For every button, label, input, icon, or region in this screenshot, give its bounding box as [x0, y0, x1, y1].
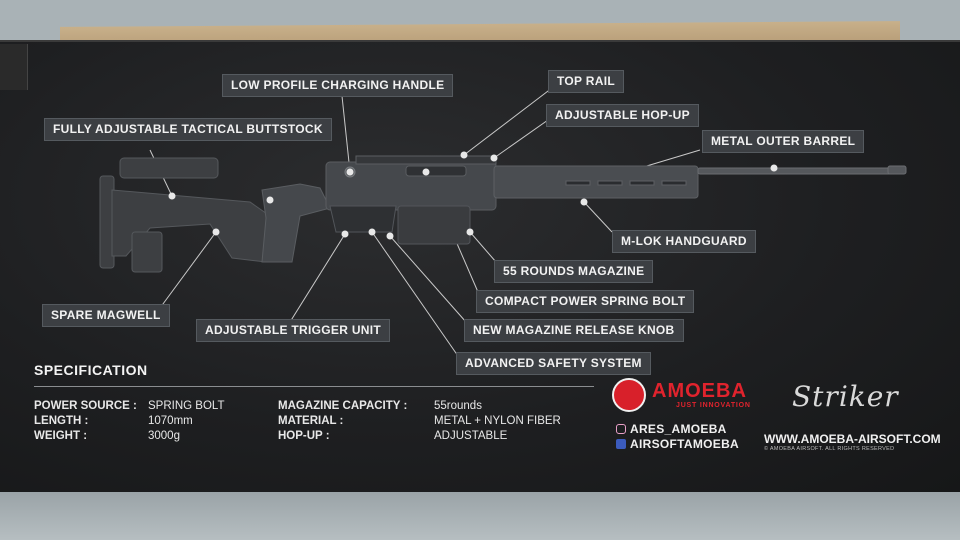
callout-handguard: M-LOK HANDGUARD: [612, 230, 756, 254]
callout-hop-up: ADJUSTABLE HOP-UP: [546, 104, 699, 128]
callout-charging-handle: LOW PROFILE CHARGING HANDLE: [222, 74, 454, 98]
spec-key: WEIGHT :: [34, 430, 88, 442]
spec-key: HOP-UP :: [278, 430, 330, 442]
instagram-handle: ARES_AMOEBA: [616, 422, 727, 436]
callout-mag-release: NEW MAGAZINE RELEASE KNOB: [464, 319, 684, 343]
box-side-flap: [0, 44, 28, 90]
spec-value: SPRING BOLT: [148, 400, 225, 412]
floor-surface: [0, 492, 960, 540]
spec-divider: [34, 386, 594, 387]
spec-value: 55rounds: [434, 400, 482, 412]
instagram-icon: [616, 424, 626, 434]
spec-value: ADJUSTABLE: [434, 430, 508, 442]
striker-logo: Striker: [792, 380, 899, 413]
instagram-text: ARES_AMOEBA: [630, 422, 727, 436]
website-url: WWW.AMOEBA-AIRSOFT.COM: [764, 432, 941, 446]
facebook-icon: [616, 439, 626, 449]
spec-key: POWER SOURCE :: [34, 400, 137, 412]
brand-tagline: JUST INNOVATION: [676, 402, 751, 409]
magazine-area: [329, 205, 471, 245]
callout-outer-barrel: METAL OUTER BARREL: [702, 130, 865, 154]
brand-name: AMOEBA: [652, 380, 747, 402]
spec-value: 3000g: [148, 430, 180, 442]
rights-text: © AMOEBA AIRSOFT. ALL RIGHTS RESERVED: [764, 446, 895, 452]
outer-barrel: [697, 165, 907, 175]
callout-top-rail: TOP RAIL: [548, 70, 624, 94]
callout-buttstock: FULLY ADJUSTABLE TACTICAL BUTTSTOCK: [44, 118, 332, 142]
spec-title: SPECIFICATION: [34, 362, 148, 378]
facebook-text: AIRSOFTAMOEBA: [630, 437, 740, 451]
spec-value: METAL + NYLON FIBER: [434, 415, 561, 427]
callout-magazine: 55 ROUNDS MAGAZINE: [494, 260, 654, 284]
spec-key: LENGTH :: [34, 415, 89, 427]
facebook-handle: AIRSOFTAMOEBA: [616, 437, 739, 451]
amoeba-emblem-icon: [612, 378, 646, 412]
amoeba-logo: AMOEBA JUST INNOVATION: [612, 378, 774, 414]
spec-value: 1070mm: [148, 415, 193, 427]
handguard: [493, 165, 699, 199]
callout-spring-bolt: COMPACT POWER SPRING BOLT: [476, 290, 695, 314]
buttstock: [99, 157, 271, 273]
callout-dots: [168, 151, 778, 240]
spec-key: MAGAZINE CAPACITY :: [278, 400, 408, 412]
callout-spare-magwell: SPARE MAGWELL: [42, 304, 170, 328]
callout-trigger: ADJUSTABLE TRIGGER UNIT: [196, 319, 391, 343]
callout-safety: ADVANCED SAFETY SYSTEM: [456, 352, 651, 376]
receiver: [261, 155, 497, 263]
spec-key: MATERIAL :: [278, 415, 344, 427]
